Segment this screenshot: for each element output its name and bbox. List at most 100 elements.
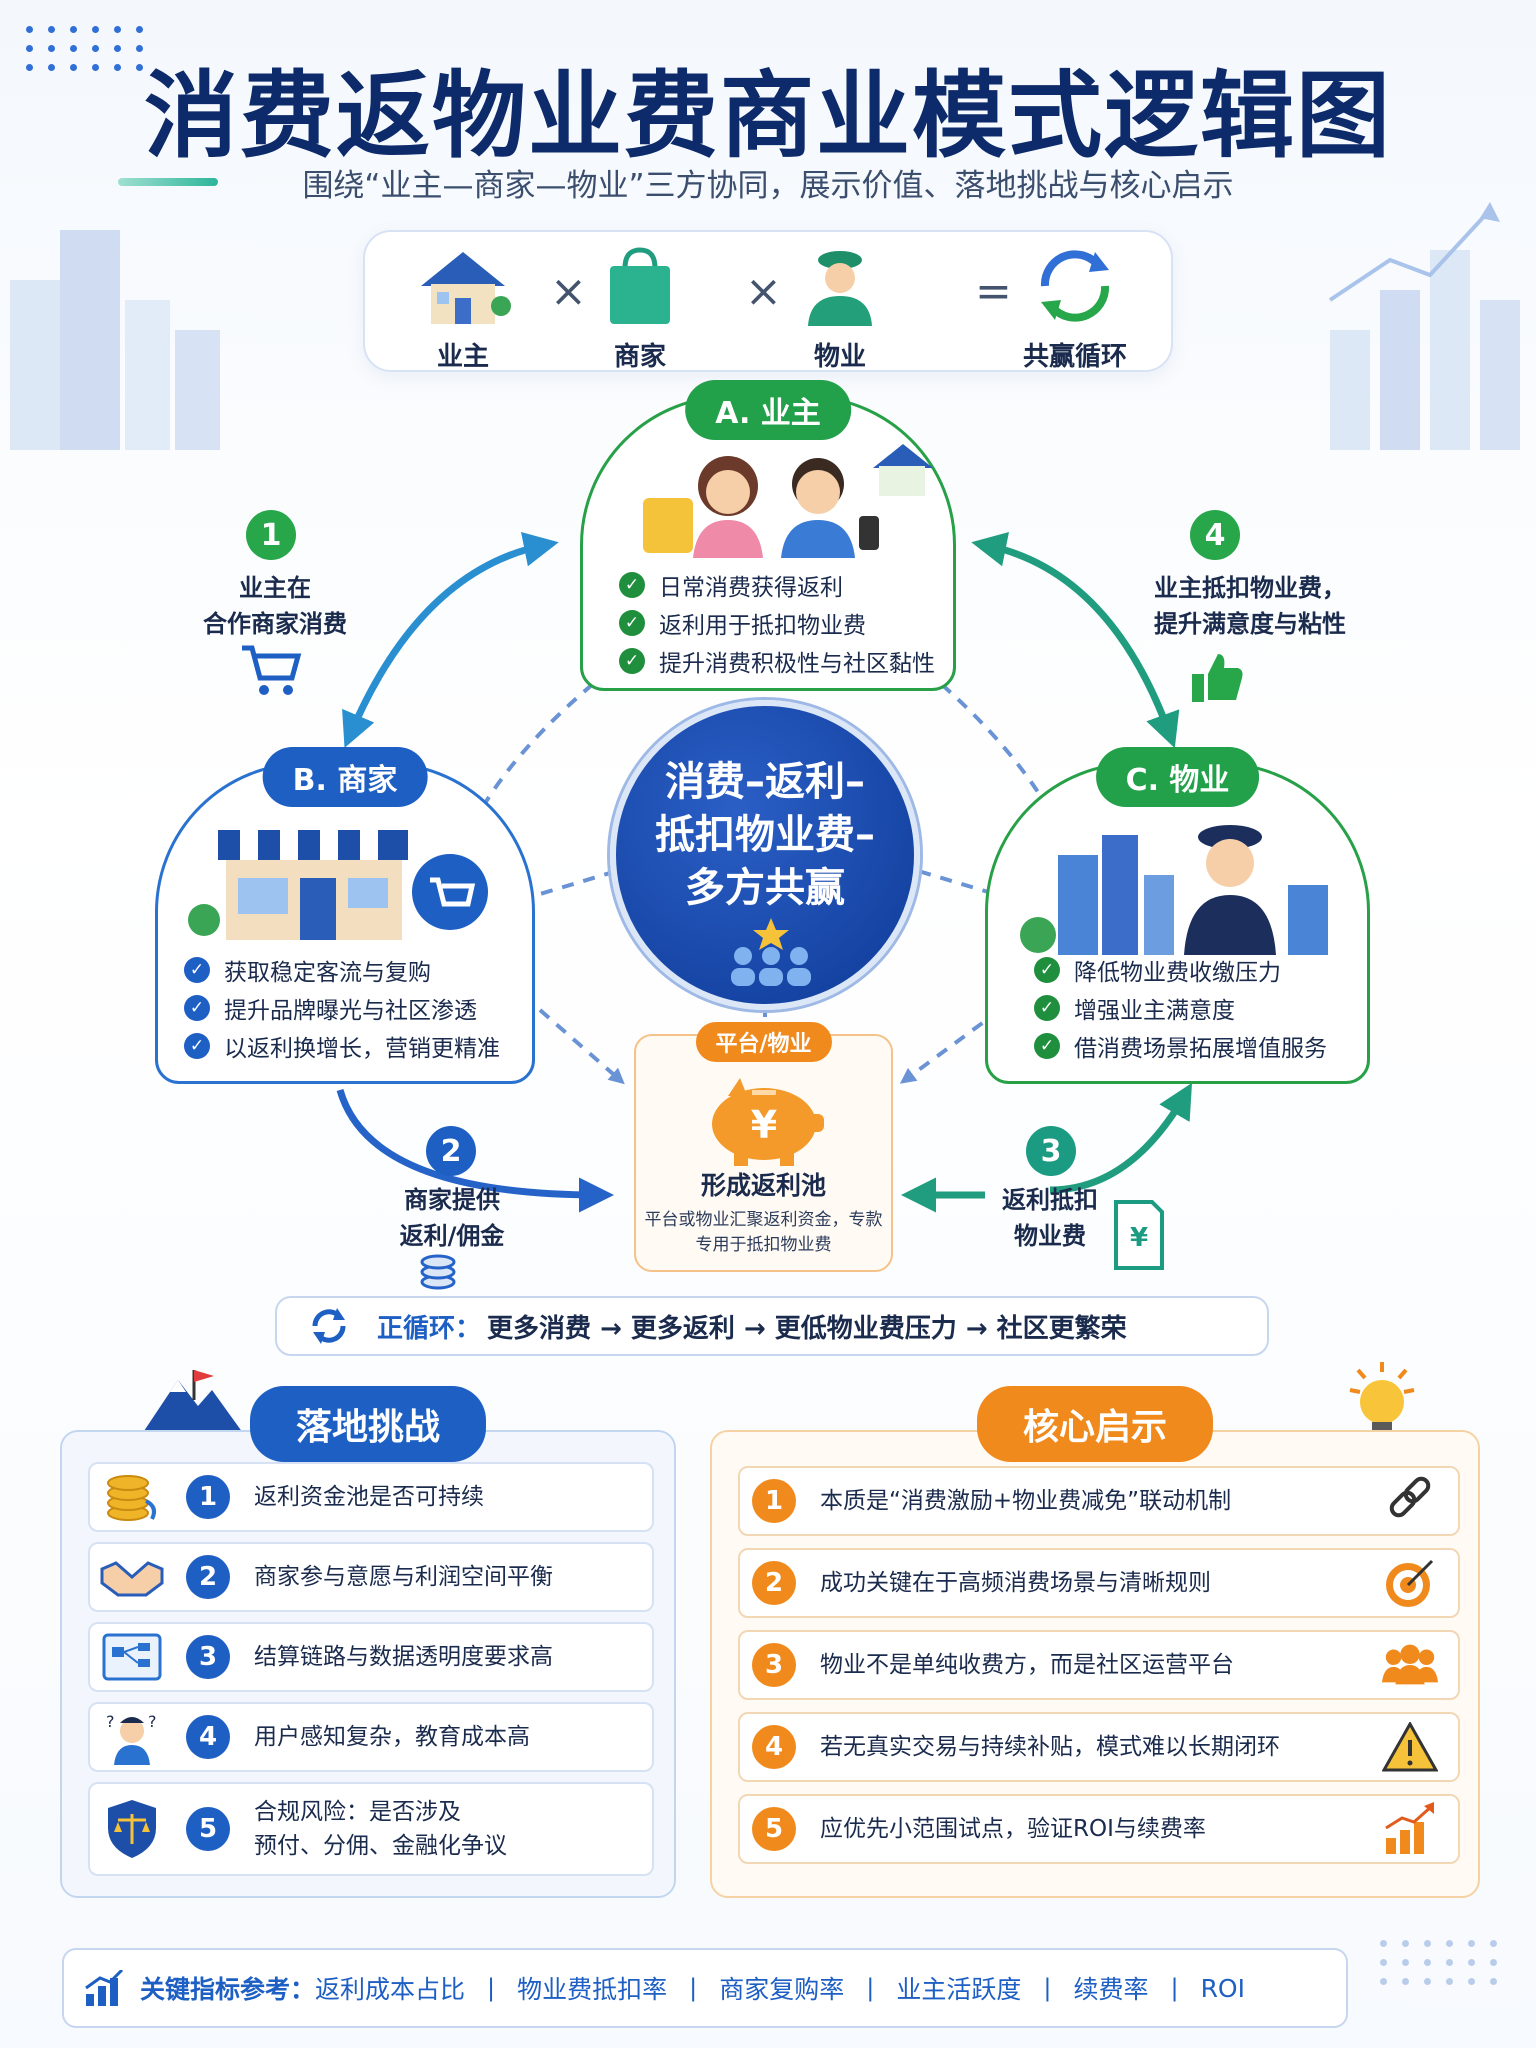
handshake-icon <box>90 1547 174 1607</box>
metric-item: ROI <box>1200 1973 1245 2003</box>
challenges-panel: 落地挑战 1 返利资金池是否可持续 2 商家参与意愿与利润空间平衡 3 结算链路… <box>60 1386 676 1898</box>
times-sign: × <box>550 266 587 317</box>
step-3-badge: 3 <box>1026 1126 1076 1176</box>
svg-text:?: ? <box>148 1712 157 1731</box>
check-icon: ✓ <box>184 957 210 983</box>
svg-text:¥: ¥ <box>1130 1223 1148 1253</box>
shopping-bag-icon <box>610 247 670 324</box>
cycle-arrows-icon <box>1040 250 1110 322</box>
formula-banner: 业主 × 商家 × 物业 = 共赢循环 <box>363 230 1173 372</box>
property-card-label: C. 物业 <box>1095 747 1260 807</box>
receipt-icon: ¥ <box>1114 1200 1164 1270</box>
check-icon: ✓ <box>1034 957 1060 983</box>
formula-result: 共赢循环 <box>1005 246 1145 373</box>
property-benefit-item: ✓借消费场景拓展增值服务 <box>1034 1027 1327 1065</box>
challenges-title: 落地挑战 <box>249 1386 487 1462</box>
check-icon: ✓ <box>1034 995 1060 1021</box>
merchant-benefit-item: ✓获取稳定客流与复购 <box>184 951 500 989</box>
property-benefit-item: ✓降低物业费收缴压力 <box>1034 951 1327 989</box>
metric-item: 业主活跃度 <box>896 1975 1022 2004</box>
insight-row: 1 本质是“消费激励+物业费减免”联动机制 <box>738 1466 1460 1536</box>
property-benefit-item: ✓增强业主满意度 <box>1034 989 1327 1027</box>
couple-icon <box>643 444 933 558</box>
owner-card-label: A. 业主 <box>685 380 851 440</box>
merchant-card-label: B. 商家 <box>262 747 428 807</box>
pool-title: 形成返利池 <box>700 1171 826 1200</box>
step-3-label: 返利抵扣 物业费 <box>1002 1186 1098 1250</box>
flowchart-icon <box>90 1627 174 1687</box>
challenge-row: 5 合规风险：是否涉及 预付、分佣、金融化争议 <box>88 1782 654 1876</box>
formula-merchant: 商家 <box>570 246 710 373</box>
pool-description: 平台或物业汇聚返利资金，专款专用于抵扣物业费 <box>644 1210 883 1255</box>
center-line: 多方共赢 <box>685 865 845 911</box>
step-1-label: 业主在 合作商家消费 <box>203 574 347 638</box>
house-icon <box>421 252 511 324</box>
page-title: 消费返物业费商业模式逻辑图 <box>143 62 1392 171</box>
formula-property: 物业 <box>770 246 910 373</box>
challenge-row: 1 返利资金池是否可持续 <box>88 1462 654 1532</box>
owner-benefit-item: ✓日常消费获得返利 <box>619 566 935 604</box>
metric-item: 物业费抵扣率 <box>517 1975 668 2004</box>
warning-icon <box>1380 1717 1440 1777</box>
shopping-cart-icon <box>242 645 302 695</box>
owner-benefit-list: ✓日常消费获得返利 ✓返利用于抵扣物业费 ✓提升消费积极性与社区黏性 <box>619 566 935 680</box>
property-manager-icon <box>1020 825 1328 955</box>
city-skyline-left <box>10 230 220 450</box>
metric-separator: | <box>487 1974 496 2002</box>
equals-sign: = <box>975 266 1012 317</box>
key-metrics-bar: 关键指标参考： 返利成本占比 | 物业费抵扣率 | 商家复购率 | 业主活跃度 … <box>62 1948 1348 2028</box>
metrics-label: 关键指标参考： <box>140 1975 316 2004</box>
check-icon: ✓ <box>619 572 645 598</box>
decor-dots-top-left <box>26 26 146 71</box>
metric-item: 返利成本占比 <box>315 1975 466 2004</box>
insights-title: 核心启示 <box>976 1386 1214 1462</box>
metric-separator: | <box>1170 1974 1179 2002</box>
target-icon <box>1380 1553 1440 1613</box>
check-icon: ✓ <box>1034 1033 1060 1059</box>
scales-shield-icon <box>90 1799 174 1859</box>
loop-text: 更多消费 → 更多返利 → 更低物业费压力 → 社区更繁荣 <box>487 1313 1127 1344</box>
metric-separator: | <box>1043 1974 1052 2002</box>
owner-benefit-item: ✓提升消费积极性与社区黏性 <box>619 642 935 680</box>
city-skyline-right <box>1328 202 1520 450</box>
challenge-row: 3 结算链路与数据透明度要求高 <box>88 1622 654 1692</box>
check-icon: ✓ <box>619 610 645 636</box>
check-icon: ✓ <box>184 1033 210 1059</box>
step-4-label: 业主抵扣物业费， 提升满意度与粘性 <box>1154 574 1346 638</box>
center-line: 抵扣物业费– <box>655 812 875 858</box>
check-icon: ✓ <box>184 995 210 1021</box>
step-4-badge: 4 <box>1190 510 1240 560</box>
step-2-badge: 2 <box>426 1126 476 1176</box>
property-card: C. 物业 ✓降低物业费收缴压力 ✓增强业主满意度 ✓借消费场景拓展增值服务 <box>985 747 1370 1084</box>
confused-user-icon: ?? <box>90 1707 174 1767</box>
decor-dots-bottom-right <box>1380 1940 1500 1985</box>
mountain-flag-icon <box>138 1370 248 1440</box>
center-core-circle: 消费–返利– 抵扣物业费– 多方共赢 <box>610 700 920 1010</box>
center-line: 消费–返利– <box>665 759 865 805</box>
subtitle-accent-bar <box>118 178 218 186</box>
pool-tag: 平台/物业 <box>695 1022 832 1062</box>
guard-icon <box>808 251 872 326</box>
merchant-benefit-list: ✓获取稳定客流与复购 ✓提升品牌曝光与社区渗透 ✓以返利换增长，营销更精准 <box>184 951 500 1065</box>
formula-owner: 业主 <box>393 246 533 373</box>
challenge-row: 2 商家参与意愿与利润空间平衡 <box>88 1542 654 1612</box>
insight-row: 4 若无真实交易与持续补贴，模式难以长期闭环 <box>738 1712 1460 1782</box>
coin-stack-icon <box>420 1254 456 1290</box>
property-benefit-list: ✓降低物业费收缴压力 ✓增强业主满意度 ✓借消费场景拓展增值服务 <box>1034 951 1327 1065</box>
loop-label: 正循环： <box>377 1313 482 1344</box>
group-star-icon <box>731 918 811 986</box>
flow-diagram-arrows <box>336 531 1193 1213</box>
storefront-icon <box>188 830 488 940</box>
merchant-benefit-item: ✓提升品牌曝光与社区渗透 <box>184 989 500 1027</box>
metric-item: 续费率 <box>1073 1975 1149 2004</box>
insight-row: 5 应优先小范围试点，验证ROI与续费率 <box>738 1794 1460 1864</box>
metric-separator: | <box>866 1974 875 2002</box>
owner-benefit-item: ✓返利用于抵扣物业费 <box>619 604 935 642</box>
step-1-badge: 1 <box>246 510 296 560</box>
svg-text:¥: ¥ <box>751 1103 777 1147</box>
insight-row: 2 成功关键在于高频消费场景与清晰规则 <box>738 1548 1460 1618</box>
times-sign: × <box>745 266 782 317</box>
merchant-benefit-item: ✓以返利换增长，营销更精准 <box>184 1027 500 1065</box>
coins-icon <box>90 1467 174 1527</box>
thumbs-up-icon <box>1192 654 1243 702</box>
